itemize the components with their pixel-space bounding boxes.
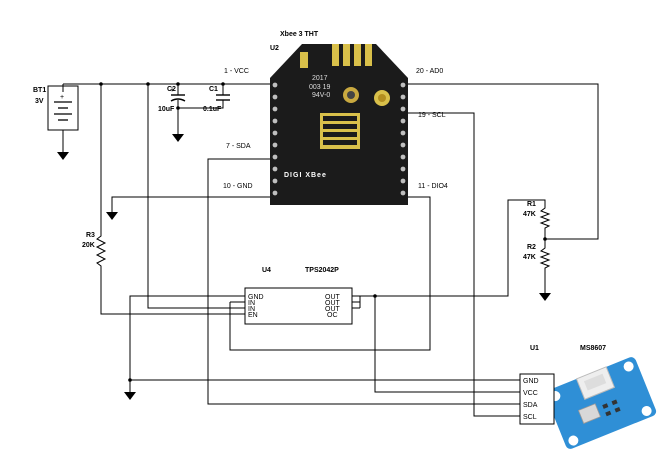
c2-refdes: C2	[167, 86, 176, 93]
pin-dot	[272, 142, 278, 148]
ground-icon	[106, 212, 118, 220]
u1-pin-vcc: VCC	[523, 390, 538, 397]
module-mark-year: 2017	[312, 75, 328, 82]
pin-dot	[400, 142, 406, 148]
digi-xbee-logo: DIGI XBee	[284, 172, 327, 179]
pin-label-vcc: 1 - VCC	[224, 68, 249, 75]
pin-dot	[400, 106, 406, 112]
resistor-r2: R2 47K	[523, 244, 551, 271]
ground-icon	[57, 152, 69, 160]
pin-label-dio4: 11 - DIO4	[418, 183, 448, 190]
junction-dots	[99, 82, 547, 382]
pin-label-scl: 19 - SCL	[418, 112, 446, 119]
pin-dot	[272, 82, 278, 88]
pin-dot	[400, 94, 406, 100]
u4-pin-in2: IN	[248, 306, 255, 313]
c1-refdes: C1	[209, 86, 218, 93]
u1-pin-scl: SCL	[523, 414, 537, 421]
r2-refdes: R2	[527, 244, 536, 251]
ic-tps2042p: U4 TPS2042P GND IN IN EN OUT OUT OUT OC	[244, 267, 353, 325]
u1-part: MS8607	[580, 345, 606, 352]
pin-dot	[272, 166, 278, 172]
pin-dot	[400, 166, 406, 172]
u1-pin-gnd: GND	[523, 378, 539, 385]
capacitor-c1: C1 0.1uF	[203, 86, 230, 113]
ground-icon	[172, 134, 184, 142]
r1-refdes: R1	[527, 201, 536, 208]
u4-pin-gnd: GND	[248, 294, 264, 301]
pin-header-dots	[272, 82, 406, 196]
xbee-module: 2017 003 19 94V-0 DIGI XBee	[270, 44, 408, 205]
u4-pin-oc: OC	[327, 312, 338, 319]
bt1-refdes: BT1	[33, 87, 46, 94]
battery-plus-sign: +	[60, 94, 64, 101]
ground-icon	[124, 392, 136, 400]
pin-dot	[272, 190, 278, 196]
r2-value: 47K	[523, 254, 536, 261]
pin-dot	[400, 118, 406, 124]
pin-dot	[400, 178, 406, 184]
xbee-refdes: U2	[270, 45, 279, 52]
u4-pin-en: EN	[248, 312, 258, 319]
capacitor-c2: + C2 10uF	[158, 86, 186, 113]
pin-dot	[400, 154, 406, 160]
wires	[62, 83, 599, 417]
sensor-ms8607: U1 MS8607 GND VCC SDA SCL	[519, 345, 657, 449]
battery-bt1: + BT1 3V	[33, 85, 79, 152]
pin-dot	[272, 106, 278, 112]
c2-value: 10uF	[158, 106, 175, 113]
r3-value: 20K	[82, 242, 95, 249]
pin-dot	[272, 178, 278, 184]
ground-symbols	[57, 134, 551, 400]
r3-refdes: R3	[86, 232, 95, 239]
module-mark-lot: 003 19	[309, 84, 331, 91]
pin-label-sda: 7 - SDA	[226, 143, 251, 150]
u4-pin-in1: IN	[248, 300, 255, 307]
pin-dot	[272, 118, 278, 124]
module-mark-rating: 94V-0	[312, 92, 330, 99]
ground-icon	[539, 293, 551, 301]
pin-dot	[272, 94, 278, 100]
resistor-r1: R1 47K	[523, 201, 551, 230]
pin-dot	[400, 190, 406, 196]
u1-pin-sda: SDA	[523, 402, 538, 409]
bt1-value: 3V	[35, 98, 44, 105]
pin-dot	[400, 130, 406, 136]
xbee-title: Xbee 3 THT	[280, 31, 319, 38]
pin-dot	[272, 154, 278, 160]
grove-board-image	[545, 357, 657, 449]
pin-label-ad0: 20 - AD0	[416, 68, 443, 75]
resistor-r3: R3 20K	[82, 232, 107, 270]
u4-pin-out3: OUT	[325, 306, 341, 313]
svg-text:+: +	[170, 87, 174, 94]
pin-dot	[400, 82, 406, 88]
r1-value: 47K	[523, 211, 536, 218]
center-chip	[320, 113, 360, 149]
pin-label-gnd: 10 - GND	[223, 183, 253, 190]
u4-part: TPS2042P	[305, 267, 339, 274]
antenna-pads	[300, 44, 372, 68]
pin-dot	[272, 130, 278, 136]
c1-value: 0.1uF	[203, 106, 222, 113]
u4-pin-out2: OUT	[325, 300, 341, 307]
u4-pin-out1: OUT	[325, 294, 341, 301]
u4-refdes: U4	[262, 267, 271, 274]
u1-refdes: U1	[530, 345, 539, 352]
